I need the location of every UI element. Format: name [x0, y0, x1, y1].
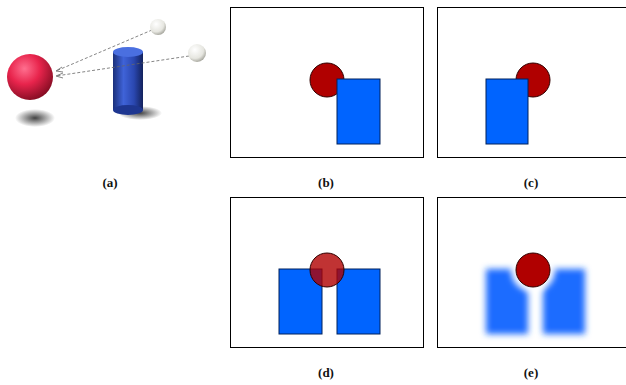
scene-illustration — [7, 19, 206, 127]
view-panel — [231, 198, 424, 348]
view-panel — [231, 8, 424, 158]
panel-label: (b) — [318, 176, 334, 189]
panel-label: (d) — [318, 366, 334, 379]
panel-label: (c) — [524, 176, 538, 189]
panel-label: (a) — [102, 176, 117, 189]
view-panel — [438, 198, 626, 348]
panel-label: (e) — [524, 366, 538, 379]
view-panel — [438, 8, 626, 158]
